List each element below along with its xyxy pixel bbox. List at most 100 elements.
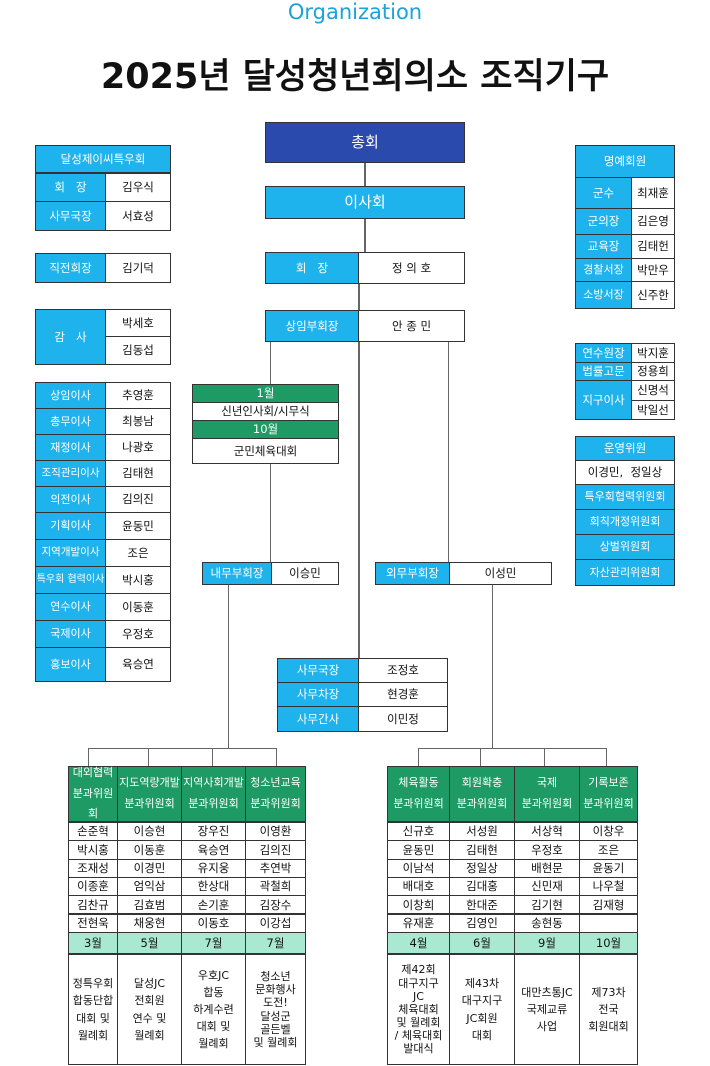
honorary-label: 경찰서장 (575, 258, 632, 282)
committee-member: 한대준 (449, 895, 515, 915)
director-label: 의전이사 (35, 486, 106, 513)
auditor-name: 김동섭 (105, 336, 171, 365)
secretariat-name: 이민정 (358, 706, 448, 732)
committee-event-line: 전회원 (134, 994, 165, 1008)
honorary-name: 김태헌 (631, 234, 675, 259)
committee-event-line: 대구지구 (461, 994, 503, 1008)
page-title: 2025년 달성청년회의소 조직기구 (100, 57, 610, 97)
president-label: 회 장 (265, 252, 359, 284)
special-committee-name: 김우식 (105, 173, 171, 202)
committee-member: 이강섭 (245, 913, 306, 933)
honorary-title: 명예회원 (575, 145, 675, 178)
committee-event-line: 우호JC (197, 968, 230, 982)
legal-advisor-name: 정용희 (631, 362, 675, 381)
committee-member: 김찬규 (68, 895, 118, 915)
connector (492, 585, 493, 748)
committee-event-line: 합동 (203, 985, 224, 999)
committee-member: 박시홍 (68, 840, 118, 860)
training-head-name: 박지훈 (631, 343, 675, 363)
past-president-name: 김기덕 (105, 253, 171, 283)
district-director-name: 신명석 (631, 380, 675, 401)
director-name: 나광호 (105, 434, 171, 461)
committee-name-line: 지역사회개발 (183, 776, 244, 790)
steering-committee: 회칙개정위원회 (575, 509, 675, 535)
director-name: 육승연 (105, 647, 171, 682)
board-box: 이사회 (265, 186, 465, 219)
committee-name-line: 체육활동 (398, 776, 439, 790)
committee-event-line: 연수 및 (132, 1011, 167, 1025)
director-name: 이동훈 (105, 593, 171, 621)
committee-member: 육승연 (181, 840, 246, 860)
director-label: 지역개발이사 (35, 539, 106, 567)
secretariat-label: 사무국장 (277, 658, 359, 683)
director-label: 특우회 협력이사 (35, 566, 106, 594)
committee-name-line: 회원확충 (461, 776, 503, 790)
honorary-name: 신주한 (631, 281, 675, 309)
event-name-1: 신년인사회/시무식 (192, 402, 339, 421)
committee-event-line: 체육대회 (398, 1002, 439, 1016)
committee-name-line: 기록보존 (588, 776, 629, 790)
committee-member: 김재형 (579, 895, 638, 915)
committee-event-line: 발대식 (403, 1042, 434, 1056)
committee-month: 6월 (449, 932, 515, 954)
committee-event-line: 대회 (471, 1028, 493, 1042)
connector (448, 342, 449, 562)
committee-event-line: 대회 및 (196, 1020, 231, 1034)
committee-event-line: 골든벨 (260, 1022, 291, 1036)
committee-member: 김대홍 (449, 876, 515, 897)
committee-event-line: 국제교류 (526, 1002, 568, 1016)
event-month-2: 10월 (192, 420, 339, 439)
connector (480, 748, 481, 766)
committee-member: 이동호 (181, 913, 246, 933)
event-name-2: 군민체육대회 (192, 438, 339, 464)
director-name: 김태현 (105, 460, 171, 487)
committee-member: 김기현 (514, 895, 580, 915)
auditor-name: 박세호 (105, 309, 171, 337)
committee-name-line: 분과위원회 (393, 797, 444, 810)
committee-member: 김장수 (245, 895, 306, 915)
special-committee-title: 달성제이씨특우회 (35, 145, 171, 173)
committee-member: 한상대 (181, 876, 246, 897)
connector (88, 748, 89, 766)
committee-name-line: 분과위원회 (456, 797, 508, 810)
director-label: 재정이사 (35, 434, 106, 461)
secretariat-label: 사무간사 (277, 706, 359, 732)
honorary-label: 군수 (575, 177, 632, 209)
committee-event-line: 제73차 (591, 985, 626, 999)
committee-member: 전현욱 (68, 913, 118, 933)
committee-member: 배대호 (387, 876, 450, 897)
committee-member: 이창희 (387, 895, 450, 915)
committee-member (579, 913, 638, 933)
committee-member: 이승현 (117, 822, 182, 842)
committee-member: 손준혁 (68, 822, 118, 842)
committee-event-line: 및 월례회 (253, 1035, 298, 1049)
committee-member: 채웅현 (117, 913, 182, 933)
committee-member: 서상혁 (514, 822, 580, 842)
honorary-name: 박만우 (631, 258, 675, 282)
connector (358, 284, 360, 310)
committee-member: 이영환 (245, 822, 306, 842)
committee-member: 윤동기 (579, 858, 638, 878)
committee-month: 7월 (245, 932, 306, 954)
committee-member: 엄익삼 (117, 876, 182, 897)
committee-member: 나우철 (579, 876, 638, 897)
director-name: 추영훈 (105, 382, 171, 409)
committee-name-line: 대외협력 (72, 765, 114, 779)
committee-month: 7월 (181, 932, 246, 954)
steering-committee: 특우회협력위원회 (575, 484, 675, 510)
director-label: 기획이사 (35, 512, 106, 540)
honorary-label: 소방서장 (575, 281, 632, 309)
committee-event-line: 회원대회 (588, 1020, 629, 1034)
director-label: 국제이사 (35, 620, 106, 648)
committee-event-line: JC (413, 989, 424, 1003)
director-name: 최봉남 (105, 408, 171, 435)
event-month-1: 1월 (192, 384, 339, 403)
committee-member: 이경민 (117, 858, 182, 878)
